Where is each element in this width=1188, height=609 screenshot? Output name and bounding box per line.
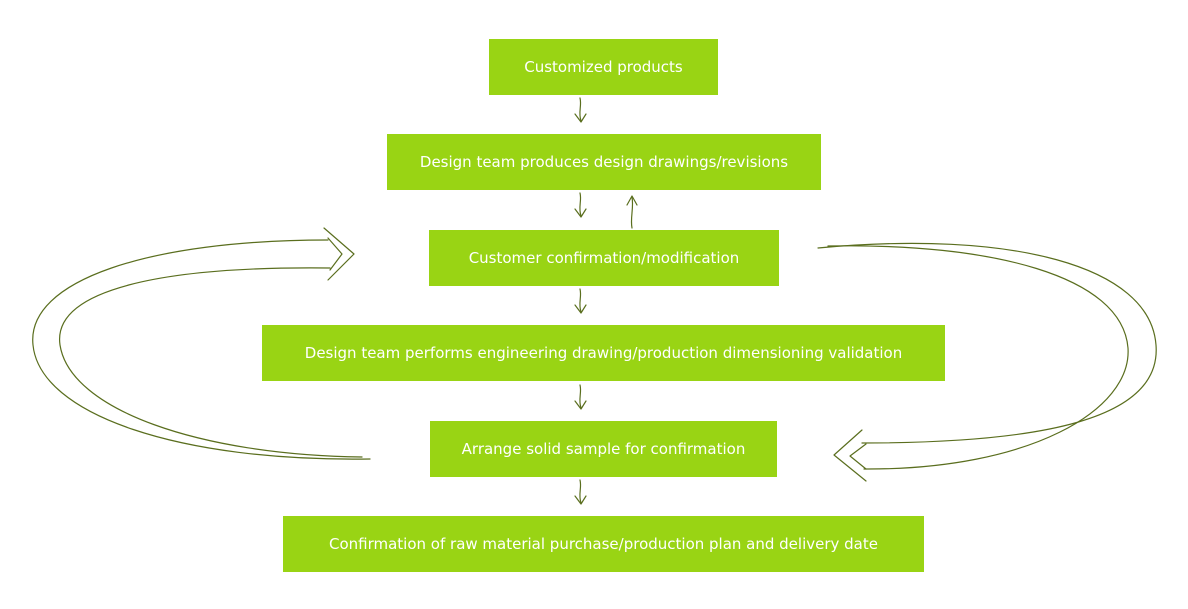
arrow-step3-to-step4 <box>574 288 587 314</box>
step-label: Design team performs engineering drawing… <box>304 344 903 362</box>
step-design-drawings: Design team produces design drawings/rev… <box>387 134 821 190</box>
arrow-step4-to-step5 <box>574 384 587 410</box>
step-customized-products: Customized products <box>489 39 718 95</box>
arrow-step5-to-step6 <box>574 479 587 505</box>
step-label: Customized products <box>524 58 683 76</box>
arrow-step2-to-step3 <box>574 192 587 218</box>
step-label: Arrange solid sample for confirmation <box>461 440 746 458</box>
step-material-purchase-plan: Confirmation of raw material purchase/pr… <box>283 516 924 572</box>
arrow-step1-to-step2 <box>574 97 587 123</box>
arrow-step3-to-step2 <box>626 195 638 229</box>
step-customer-confirmation: Customer confirmation/modification <box>429 230 779 286</box>
step-label: Design team produces design drawings/rev… <box>419 153 789 171</box>
step-solid-sample: Arrange solid sample for confirmation <box>430 421 777 477</box>
step-label: Customer confirmation/modification <box>468 249 740 267</box>
step-engineering-validation: Design team performs engineering drawing… <box>262 325 945 381</box>
step-label: Confirmation of raw material purchase/pr… <box>328 535 878 553</box>
